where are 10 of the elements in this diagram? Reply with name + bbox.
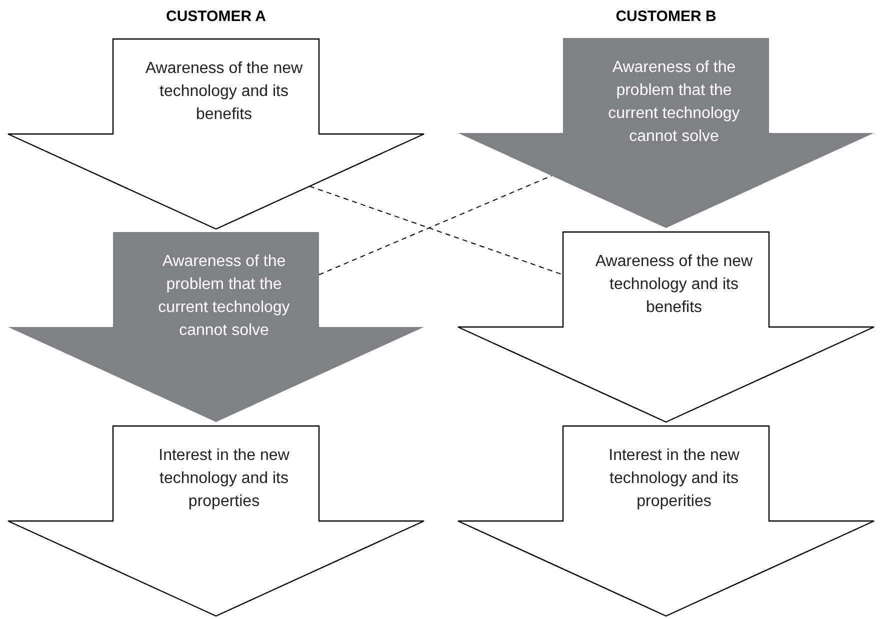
dashed-connector bbox=[309, 186, 564, 276]
column-heading: CUSTOMER A bbox=[164, 8, 267, 25]
arrow-text: Awareness of the new technology and its benefits bbox=[594, 252, 754, 318]
arrow-text: Awareness of the new technology and its benefits bbox=[144, 59, 304, 125]
arrow-text: Interest in the new technology and its properties bbox=[158, 446, 290, 512]
arrow-text: Interest in the new technology and its properities bbox=[608, 446, 740, 512]
column-heading: CUSTOMER B bbox=[614, 8, 718, 25]
arrow-text: Awareness of the problem that the current technology cannot solve bbox=[157, 252, 291, 341]
arrow-text: Awareness of the problem that the current technology cannot solve bbox=[607, 58, 741, 147]
dashed-connector bbox=[318, 175, 552, 276]
